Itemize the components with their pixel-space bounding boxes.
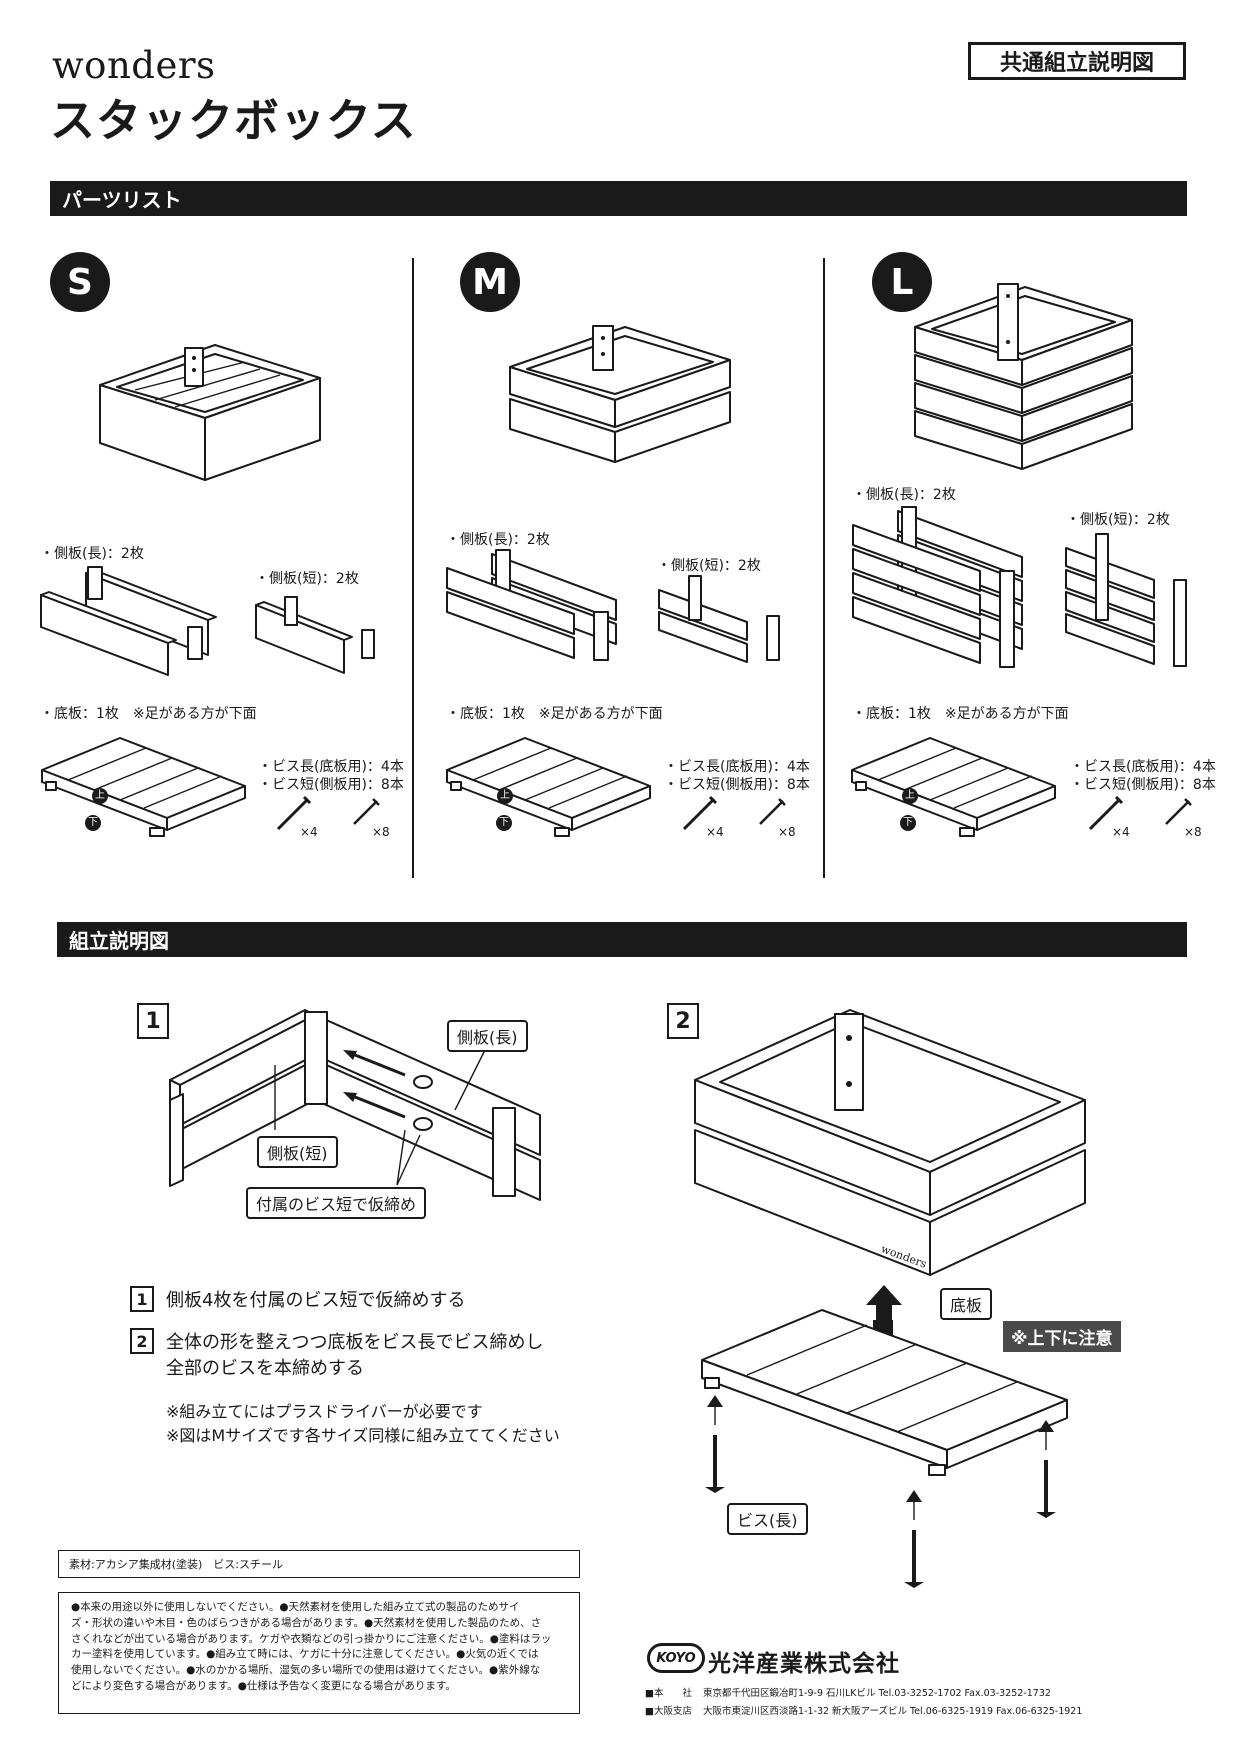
- qty-screw-short-s: ×8: [372, 825, 390, 839]
- warning-line: ●本来の用途以外に使用しないでください。●天然素材を使用した組み立て式の製品のた…: [71, 1601, 520, 1613]
- step-1-diagram: [169, 1009, 541, 1201]
- qty-screw-short-m: ×8: [778, 825, 796, 839]
- warning-line: どにより変色する場合があります。●仕様は予告なく変更になる場合があります。: [71, 1679, 456, 1692]
- brand-name: wonders: [52, 44, 216, 87]
- company-name: 光洋産業株式会社: [708, 1651, 900, 1677]
- top-mark-s: 上: [92, 788, 108, 804]
- qty-screw-long-l: ×4: [1112, 825, 1130, 839]
- assembled-box-m: [509, 325, 731, 463]
- step-2-number: 2: [667, 1003, 699, 1039]
- side-panels-long-s: [40, 566, 217, 676]
- screw-icon: [1165, 798, 1192, 825]
- label-screw-long-l: ・ビス長(底板用)：4本: [1070, 759, 1216, 775]
- label-side-long-callout: 側板(長): [447, 1020, 528, 1052]
- qty-screw-long-m: ×4: [706, 825, 724, 839]
- bottom-board-l: [851, 737, 1056, 837]
- warning-line: 使用しないでください。●水のかかる場所、湿気の多い場所での使用は避けてください。…: [71, 1664, 541, 1677]
- label-side-long-s: ・側板(長)：2枚: [40, 546, 144, 562]
- parts-list-heading: パーツリスト: [50, 181, 1187, 216]
- step-2-bottom-board: [701, 1309, 1068, 1476]
- bottom-mark-s: 下: [85, 815, 101, 831]
- size-badge-m: M: [460, 252, 520, 312]
- up-arrow-icon: [866, 1285, 902, 1335]
- label-side-long-m: ・側板(長)：2枚: [446, 532, 550, 548]
- instruction-2-text-line2: 全部のビスを本締めする: [166, 1358, 364, 1379]
- label-bottom-callout: 底板: [940, 1288, 993, 1320]
- screw-icon: [276, 795, 312, 831]
- top-mark-l: 上: [902, 788, 918, 804]
- instruction-2-text: 全体の形を整えつつ底板をビス長でビス締めし: [166, 1332, 544, 1353]
- label-screw-short-l: ・ビス短(側板用)：8本: [1070, 777, 1216, 793]
- instruction-2-number: 2: [130, 1328, 154, 1354]
- side-panels-long-m: [446, 549, 617, 661]
- office-head-label: ■本 社: [645, 1688, 692, 1699]
- label-screw-short-s: ・ビス短(側板用)：8本: [258, 777, 404, 793]
- size-badge-l: L: [872, 252, 932, 312]
- bottom-board-s: [41, 737, 246, 837]
- column-divider: [412, 258, 414, 878]
- office-osaka-address: 大阪市東淀川区西淡路1-1-32 新大阪アーズビル Tel.06-6325-19…: [703, 1706, 1083, 1717]
- top-mark-m: 上: [497, 788, 513, 804]
- label-bottom-m: ・底板：1枚 ※足がある方が下面: [446, 706, 663, 722]
- label-screw-short-m: ・ビス短(側板用)：8本: [664, 777, 810, 793]
- label-bottom-s: ・底板：1枚 ※足がある方が下面: [40, 706, 257, 722]
- warning-line: さくれなどが出ている場合があります。ケガや衣類などの引っ掛かりにご注意ください。…: [71, 1632, 552, 1645]
- bottom-mark-m: 下: [496, 815, 512, 831]
- company-logo: KOYO: [647, 1643, 705, 1673]
- label-side-short-s: ・側板(短)：2枚: [255, 571, 359, 587]
- assembly-heading: 組立説明図: [57, 922, 1187, 957]
- screw-icon: [759, 798, 786, 825]
- instruction-1-text: 側板4枚を付属のビス短で仮締めする: [166, 1290, 466, 1311]
- office-osaka-label: ■大阪支店: [645, 1706, 692, 1717]
- screw-long-icon: [705, 1395, 725, 1493]
- label-screw-long-s: ・ビス長(底板用)：4本: [258, 759, 404, 775]
- warnings-box: ●本来の用途以外に使用しないでください。●天然素材を使用した組み立て式の製品のた…: [58, 1592, 580, 1714]
- label-screw-long-callout: ビス(長): [727, 1503, 808, 1535]
- assembled-box-s: [99, 344, 321, 481]
- label-side-short-callout: 側板(短): [257, 1136, 338, 1168]
- screw-icon: [1088, 795, 1124, 831]
- bottom-mark-l: 下: [900, 815, 916, 831]
- material-info: 素材:アカシア集成材(塗装) ビス:スチール: [58, 1550, 580, 1578]
- column-divider: [823, 258, 825, 878]
- label-bottom-l: ・底板：1枚 ※足がある方が下面: [852, 706, 1069, 722]
- warning-line: ズ・形状の違いや木目・色のばらつきがある場合があります。●天然素材を使用した製品…: [71, 1616, 542, 1629]
- note-size: ※図はMサイズです各サイズ同様に組み立ててください: [166, 1426, 560, 1445]
- step-2-box-diagram: [694, 1009, 1086, 1345]
- step-1-number: 1: [137, 1003, 169, 1039]
- office-head-address: 東京都千代田区鍛冶町1-9-9 石川LKビル Tel.03-3252-1702 …: [703, 1688, 1051, 1699]
- screw-long-icon: [1036, 1420, 1056, 1518]
- label-screw-long-m: ・ビス長(底板用)：4本: [664, 759, 810, 775]
- side-panels-short-s: [255, 596, 375, 674]
- label-side-short-l: ・側板(短)：2枚: [1066, 512, 1170, 528]
- qty-screw-long-s: ×4: [300, 825, 318, 839]
- note-driver: ※組み立てにはプラスドライバーが必要です: [166, 1402, 483, 1421]
- label-side-short-m: ・側板(短)：2枚: [657, 558, 761, 574]
- assembled-box-l: [914, 283, 1133, 470]
- screw-long-icon: [904, 1490, 924, 1588]
- screw-icon: [353, 798, 380, 825]
- side-panels-short-m: [658, 575, 780, 663]
- document-label: 共通組立説明図: [968, 42, 1186, 80]
- instruction-1-number: 1: [130, 1286, 154, 1312]
- caution-label: ※上下に注意: [1003, 1321, 1121, 1352]
- product-title: スタックボックス: [50, 94, 417, 147]
- side-panels-short-l: [1065, 533, 1187, 667]
- bottom-board-m: [446, 737, 651, 837]
- screw-icon: [682, 795, 718, 831]
- label-side-long-l: ・側板(長)：2枚: [852, 487, 956, 503]
- warning-line: カー塗料を使用しています。●組み立て時には、ケガに十分に注意してください。●火気…: [71, 1648, 539, 1661]
- side-panels-long-l: [852, 506, 1023, 668]
- label-screw-short-callout: 付属のビス短で仮締め: [246, 1187, 427, 1219]
- qty-screw-short-l: ×8: [1184, 825, 1202, 839]
- size-badge-s: S: [50, 252, 110, 312]
